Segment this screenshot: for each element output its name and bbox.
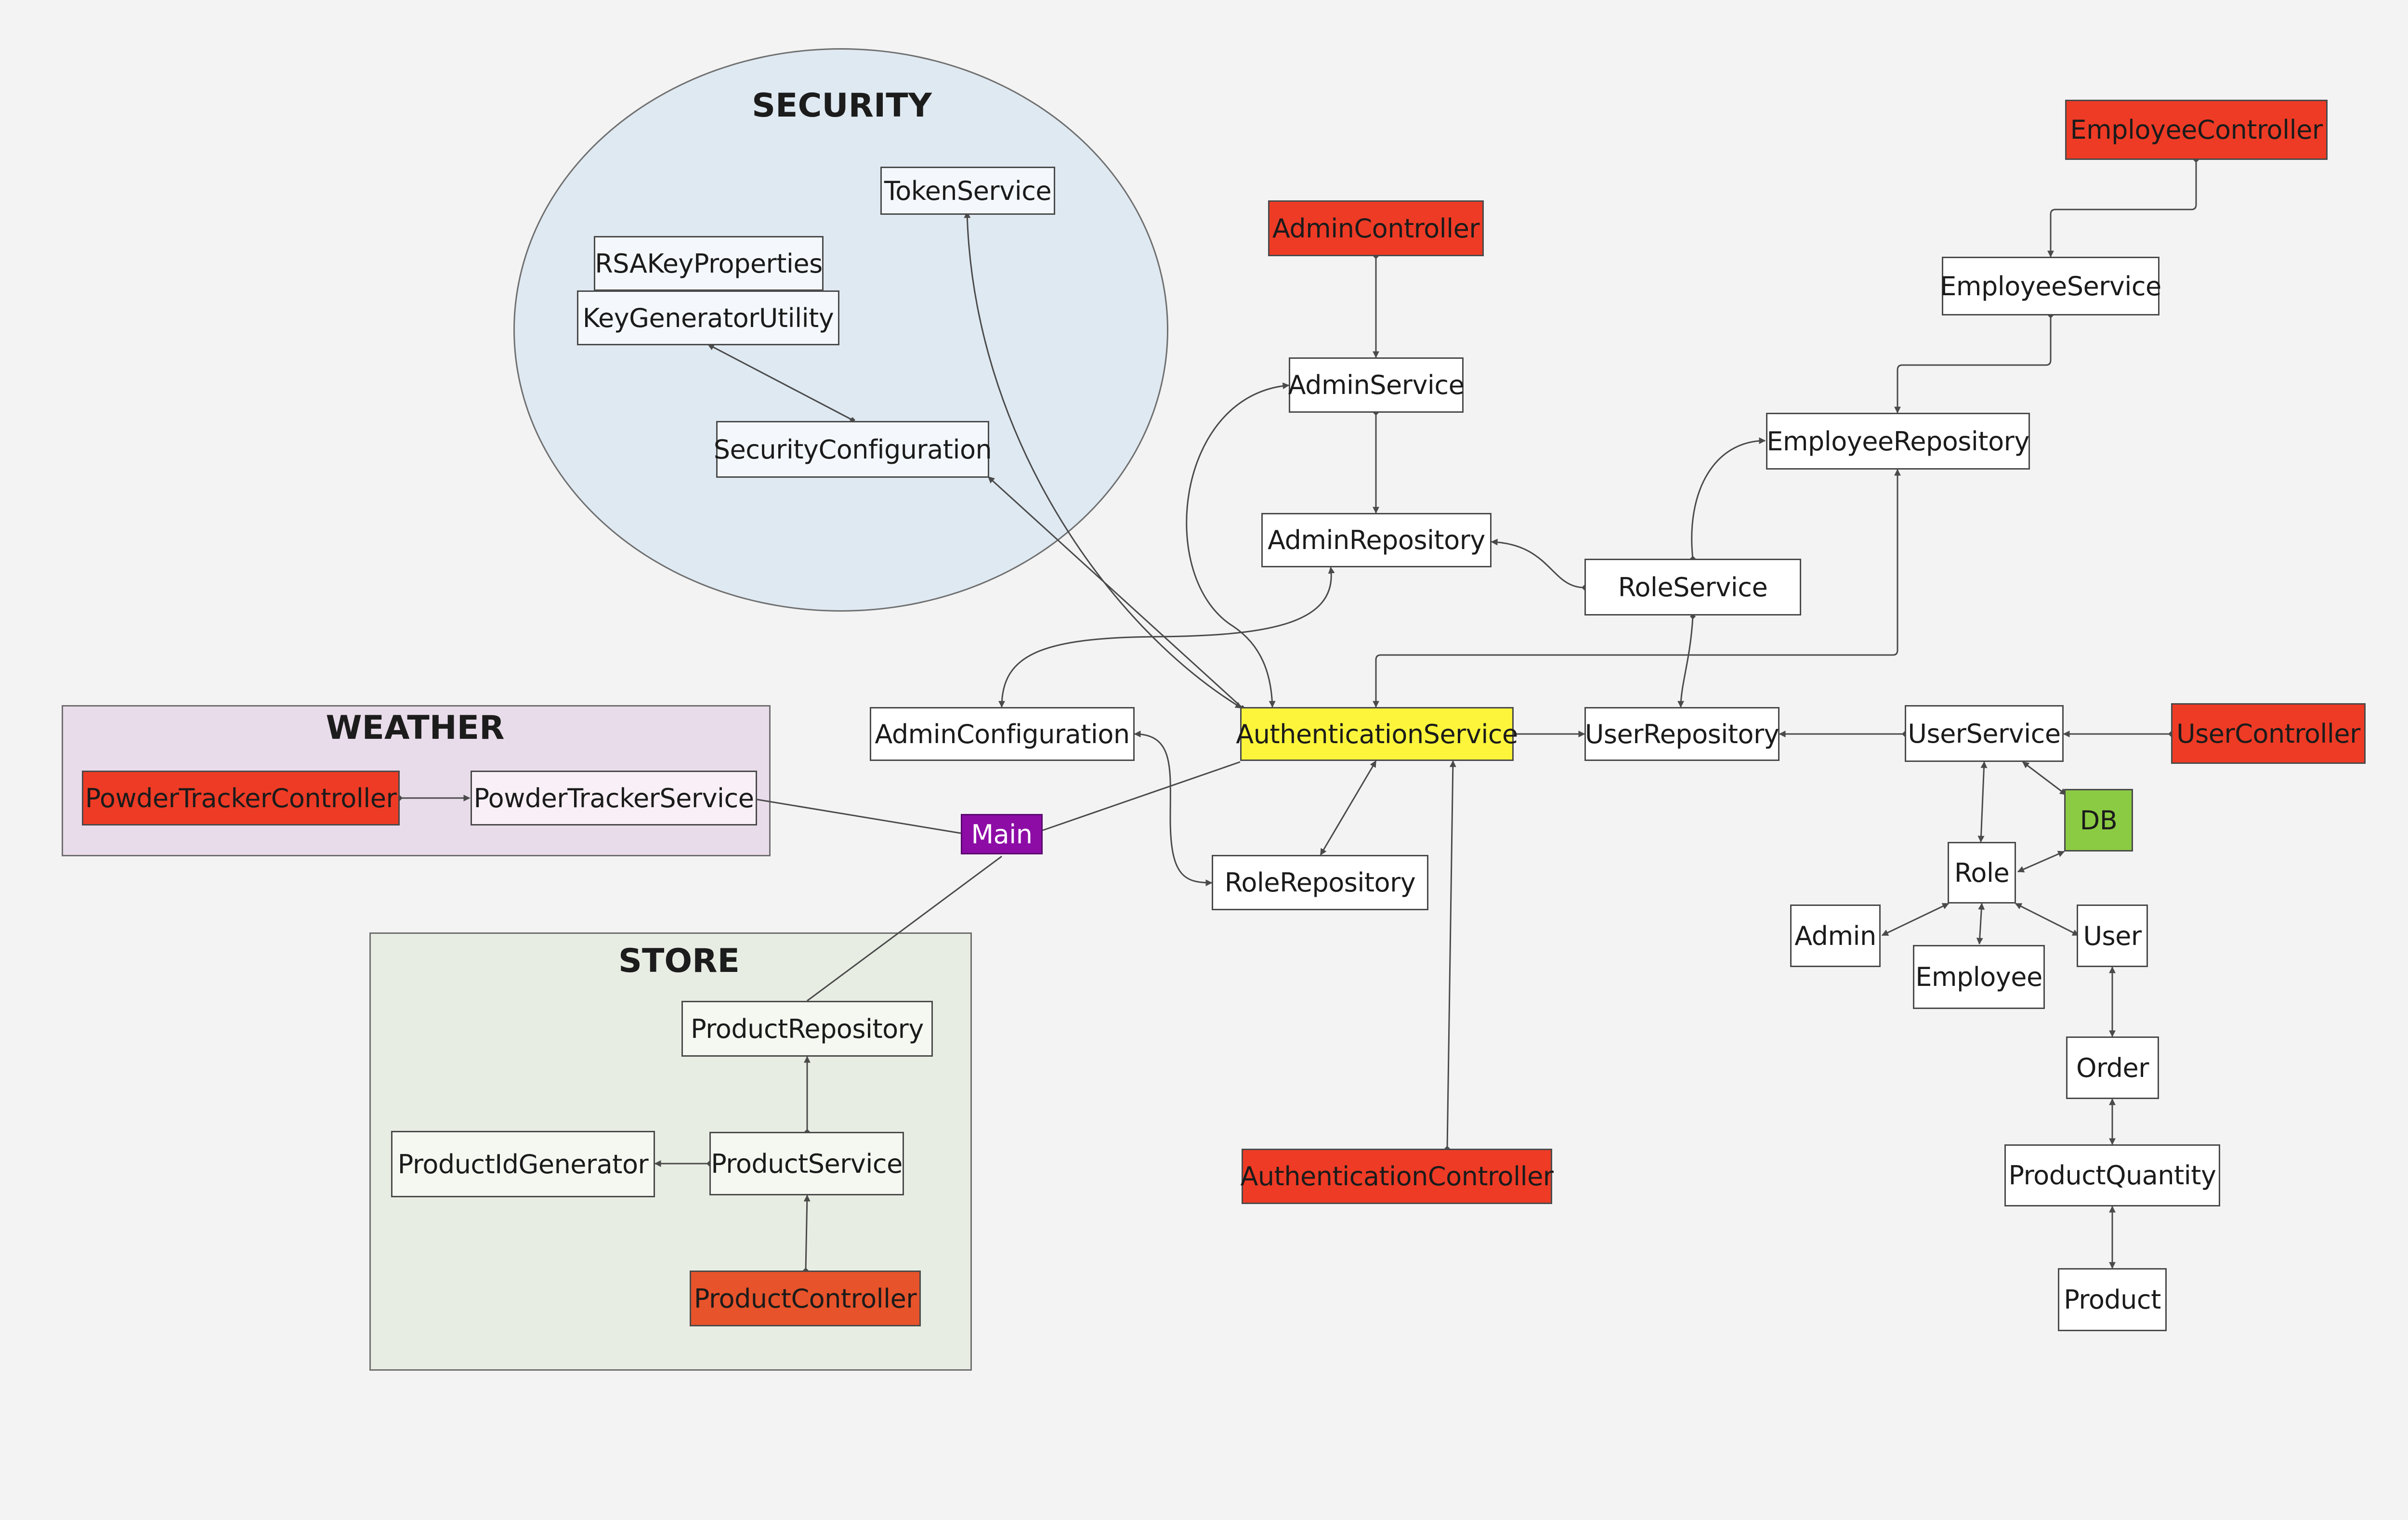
node-employee-repository[interactable]: EmployeeRepository	[1766, 413, 2030, 470]
node-user[interactable]: User	[2077, 904, 2148, 967]
edge-keygen-securityconfig	[707, 343, 855, 423]
edge-employeeservice-employeerepo	[1894, 313, 2054, 414]
node-key-generator-utility[interactable]: KeyGeneratorUtility	[577, 290, 839, 345]
node-powder-tracker-controller[interactable]: PowderTrackerController	[82, 771, 400, 826]
weather-group-title: WEATHER	[326, 709, 505, 747]
node-product-service[interactable]: ProductService	[709, 1132, 904, 1195]
node-rsa-key-properties[interactable]: RSAKeyProperties	[594, 236, 824, 291]
node-employee-service[interactable]: EmployeeService	[1940, 257, 2161, 315]
edge-db-role	[2017, 851, 2065, 873]
edge-securityconfig-authservice	[987, 476, 1245, 711]
edge-role-employee	[1976, 903, 1985, 945]
node-product-quantity[interactable]: ProductQuantity	[2004, 1144, 2220, 1206]
edge-adminrepo-roleservice	[1491, 538, 1587, 590]
node-db[interactable]: DB	[2064, 789, 2133, 852]
edge-authservice-employeerepo	[1373, 469, 1901, 708]
security-group-title: SECURITY	[752, 87, 932, 125]
node-product[interactable]: Product	[2058, 1268, 2167, 1331]
node-product-id-generator[interactable]: ProductIdGenerator	[391, 1131, 655, 1197]
node-authentication-controller[interactable]: AuthenticationController	[1240, 1149, 1554, 1204]
node-token-service[interactable]: TokenService	[880, 167, 1055, 215]
node-main[interactable]: Main	[961, 814, 1043, 854]
node-admin-controller[interactable]: AdminController	[1268, 200, 1484, 256]
edge-authservice-rolerepo	[1320, 760, 1377, 856]
node-admin-repository[interactable]: AdminRepository	[1261, 513, 1492, 567]
edge-adminrepo-adminconfig	[998, 566, 1335, 708]
node-user-repository[interactable]: UserRepository	[1584, 707, 1780, 761]
node-employee-controller[interactable]: EmployeeController	[2065, 100, 2328, 160]
node-order[interactable]: Order	[2066, 1036, 2159, 1099]
edge-roleservice-userrepo	[1677, 614, 1696, 708]
edge-role-admin	[1881, 903, 1950, 936]
node-user-service[interactable]: UserService	[1905, 705, 2064, 762]
edge-productservice-productcontroller	[803, 1194, 811, 1273]
node-powder-tracker-service[interactable]: PowderTrackerService	[471, 771, 757, 826]
node-employee[interactable]: Employee	[1913, 945, 2045, 1009]
node-authentication-service[interactable]: AuthenticationService	[1236, 707, 1518, 761]
node-admin-configuration[interactable]: AdminConfiguration	[870, 707, 1135, 761]
edge-roleservice-employeerepo	[1690, 437, 1766, 562]
node-product-controller[interactable]: ProductController	[690, 1271, 921, 1326]
edge-main-productrepository	[807, 855, 1002, 1002]
edge-userservice-db	[2022, 761, 2067, 796]
node-admin[interactable]: Admin	[1790, 904, 1881, 967]
node-role-service[interactable]: RoleService	[1584, 559, 1801, 616]
edge-adminconfig-rolerepo	[1134, 731, 1213, 886]
node-role[interactable]: Role	[1948, 842, 2016, 904]
edge-authservice-authcontroller	[1444, 760, 1456, 1152]
edge-powderservice-main	[757, 799, 961, 834]
node-product-repository[interactable]: ProductRepository	[681, 1001, 933, 1057]
node-role-repository[interactable]: RoleRepository	[1212, 855, 1428, 910]
edge-main-authservice	[1042, 761, 1241, 831]
node-user-controller[interactable]: UserController	[2171, 703, 2366, 764]
node-admin-service[interactable]: AdminService	[1288, 357, 1465, 413]
store-group-title: STORE	[618, 942, 740, 980]
edge-employeecontroller-employeeservice	[2047, 157, 2199, 258]
edge-tokenservice-authservice	[964, 211, 1243, 709]
node-security-configuration[interactable]: SecurityConfiguration	[714, 421, 992, 478]
edge-userservice-role	[1977, 761, 1988, 843]
edge-role-user	[2015, 903, 2080, 936]
